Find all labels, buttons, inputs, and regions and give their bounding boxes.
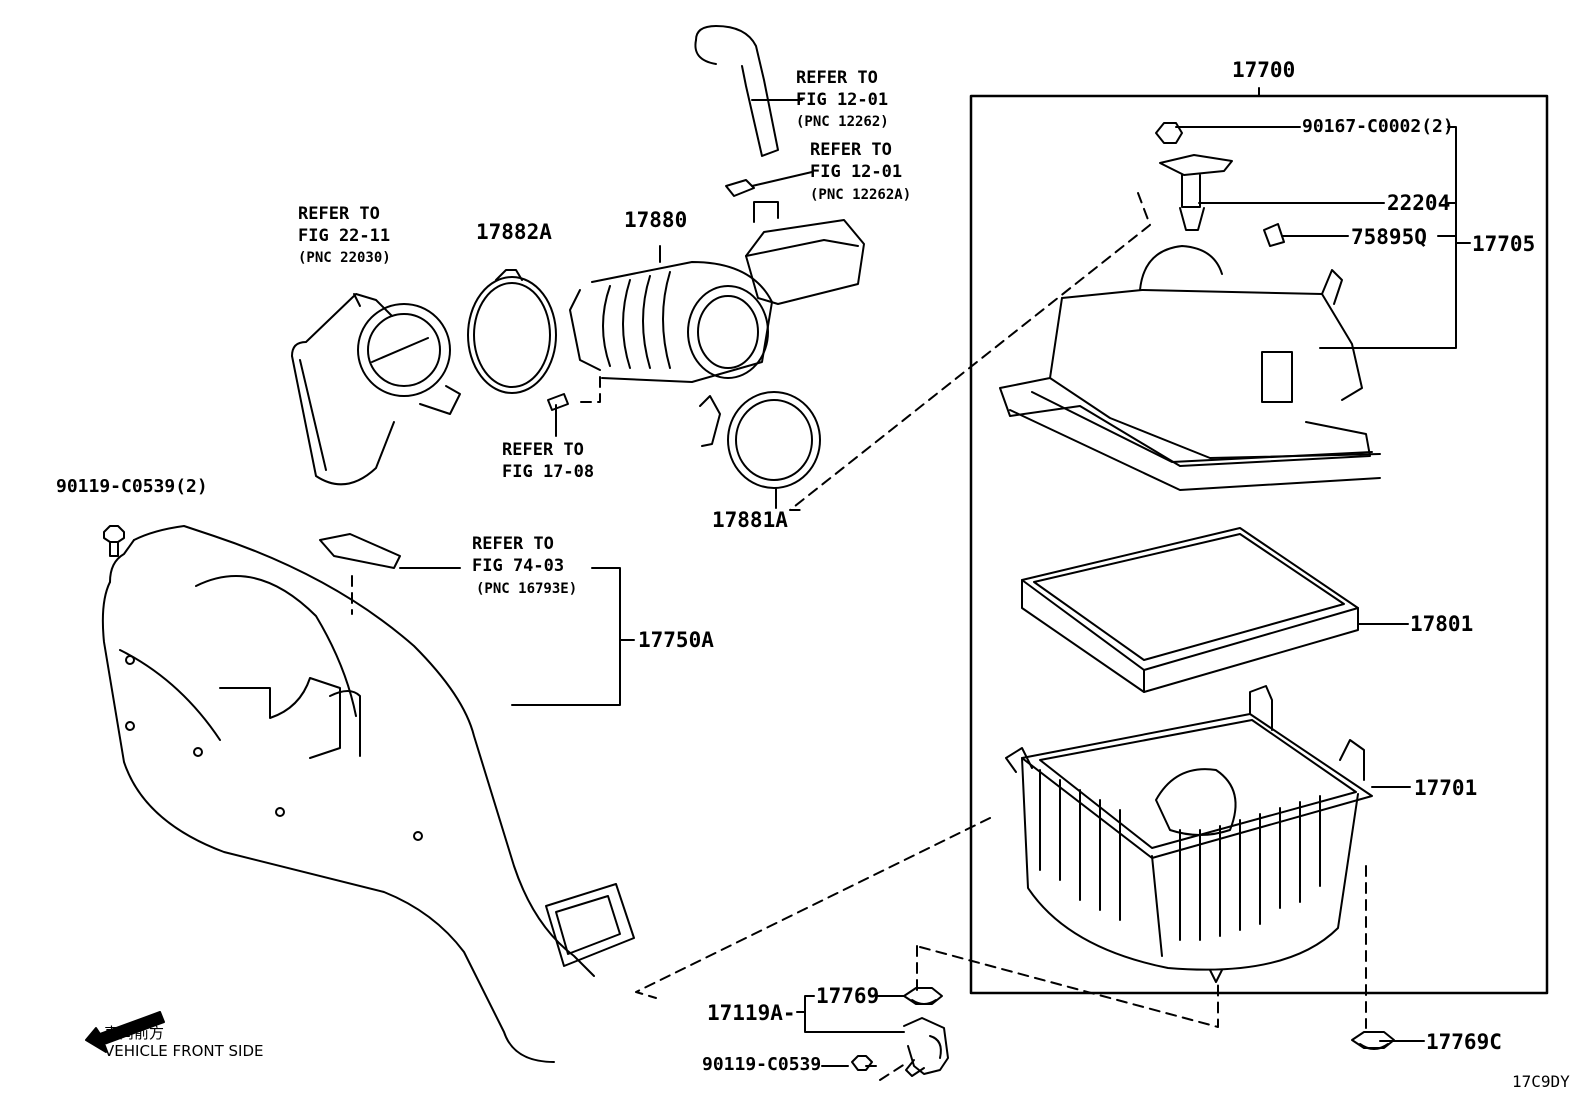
part-17801: 17801 — [1410, 612, 1474, 636]
label-plate-75895q — [1263, 223, 1285, 247]
filter-element-17801 — [1021, 527, 1359, 693]
part-17701: 17701 — [1414, 776, 1478, 800]
refer-note-2-line1: REFER TO — [810, 140, 892, 160]
hose-17880 — [569, 245, 773, 383]
refer-note-2-line2: FIG 12-01 — [810, 162, 903, 182]
part-17881a: 17881A — [712, 508, 788, 532]
label-plate-16793e — [319, 533, 401, 569]
refer-note-3-line3: (PNC 22030) — [298, 250, 391, 266]
part-90119-c0539: 90119-C0539 — [702, 1054, 822, 1075]
part-90119-c0539-2: 90119-C0539(2) — [56, 476, 208, 497]
upper-case-17705 — [999, 245, 1381, 491]
throttle-body — [291, 293, 461, 486]
front-arrow-icon — [85, 1011, 165, 1053]
grommet-17769 — [903, 987, 943, 1005]
small-hose — [547, 393, 569, 411]
part-17769: 17769 — [816, 984, 880, 1008]
refer-note-1-line1: REFER TO — [796, 68, 878, 88]
direction-label-jp: 車両前方 — [104, 1024, 165, 1042]
leader-lines-top-right — [1175, 126, 1471, 1042]
refer-note-1-line2: FIG 12-01 — [796, 90, 889, 110]
part-17700: 17700 — [1232, 58, 1296, 82]
grommet-17769c — [1351, 1031, 1395, 1050]
figure-code: 17C9DY — [1512, 1072, 1570, 1091]
clamp-17882a — [467, 269, 557, 394]
part-17882a: 17882A — [476, 220, 552, 244]
part-22204: 22204 — [1387, 191, 1451, 215]
leader-17119a — [796, 995, 815, 1013]
part-75895q: 75895Q — [1351, 225, 1427, 249]
refer-note-4-line2: FIG 17-08 — [502, 462, 595, 482]
part-17119a: 17119A- — [707, 1001, 796, 1025]
refer-note-3-line1: REFER TO — [298, 204, 380, 224]
direction-label-en: VEHICLE FRONT SIDE — [104, 1042, 264, 1060]
mass-air-flow-sensor — [1155, 122, 1233, 231]
bracket-17119a — [903, 1017, 949, 1077]
breather-hose — [694, 25, 779, 197]
part-17705: 17705 — [1472, 232, 1536, 256]
refer-note-5-line1: REFER TO — [472, 534, 554, 554]
bolt-90119-c0539 — [851, 1055, 877, 1071]
refer-note-3-line2: FIG 22-11 — [298, 226, 391, 246]
refer-note-5-line3: (PNC 16793E) — [476, 581, 578, 597]
part-17750a: 17750A — [638, 628, 714, 652]
dashed-connectors — [351, 192, 1367, 1081]
part-90167-c0002: 90167-C0002(2) — [1302, 116, 1454, 137]
refer-note-5-line2: FIG 74-03 — [472, 556, 565, 576]
refer-note-1-line3: (PNC 12262) — [796, 114, 889, 130]
part-17880: 17880 — [624, 208, 688, 232]
resonator — [745, 201, 865, 305]
refer-note-4-line1: REFER TO — [502, 440, 584, 460]
clamp-17881a — [699, 391, 821, 489]
lower-case-17701 — [1005, 685, 1373, 983]
refer-note-2-line3: (PNC 12262A) — [810, 187, 912, 203]
part-17769c: 17769C — [1426, 1030, 1502, 1054]
bolt-90119-c0539-2 — [103, 525, 125, 557]
inlet-duct-17750a — [101, 525, 635, 1063]
